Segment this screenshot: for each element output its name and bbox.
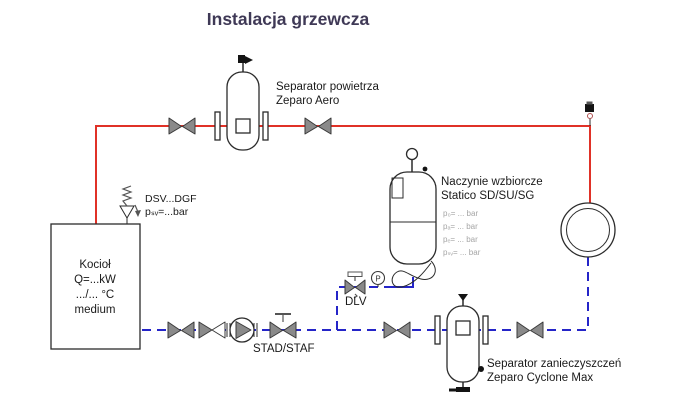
- expansion-vessel: Naczynie wzbiorcze Statico SD/SU/SG p₀= …: [389, 147, 543, 288]
- flange: [262, 111, 269, 141]
- dirt-separator-vent-icon: [458, 294, 468, 301]
- dirt-separator: Separator zanieczyszczeń Zeparo Cyclone …: [434, 294, 621, 392]
- shutoff-valve-supply-right: [304, 117, 332, 135]
- dlv-valve-label: DLV: [345, 296, 367, 308]
- safety-valve: DSV...DGF pₛᵥ=...bar: [119, 185, 197, 224]
- air-separator-sublabel: Zeparo Aero: [276, 95, 339, 107]
- air-separator-vent-icon: [238, 55, 245, 63]
- heat-consumer-circle: [560, 202, 616, 258]
- expansion-connection-pipe: [392, 277, 414, 288]
- expansion-branch-pipe: [336, 286, 392, 330]
- safety-valve-label: DSV...DGF: [145, 193, 197, 205]
- vessel-param: pₑ= ... bar: [443, 235, 478, 244]
- boiler-label-line: Q=...kW: [74, 274, 116, 286]
- shutoff-valve-return-mid: [383, 321, 411, 339]
- dirt-separator-label: Separator zanieczyszczeń: [487, 358, 621, 370]
- vessel-param: pₐ= ... bar: [443, 222, 478, 231]
- boiler-label-line: medium: [75, 304, 116, 316]
- dlv-valve: DLV: [344, 271, 367, 308]
- boiler: Kocioł Q=...kW .../... °C medium: [50, 223, 141, 350]
- dirt-separator-sublabel: Zeparo Cyclone Max: [487, 372, 593, 384]
- check-valve-icon: [198, 321, 226, 339]
- flange: [482, 315, 489, 345]
- shutoff-valve-return-left: [167, 321, 195, 339]
- shutoff-valve-return-right: [516, 321, 544, 339]
- flexible-hose-icon: [391, 260, 436, 288]
- boiler-body: [50, 223, 141, 350]
- flange: [214, 111, 221, 141]
- pressure-gauge-label: P: [375, 275, 380, 284]
- dirt-separator-side-port-icon: [478, 366, 484, 372]
- pump-icon: [226, 317, 258, 343]
- vessel-param: p₀= ... bar: [443, 209, 478, 218]
- air-separator-label: Separator powietrza: [276, 81, 380, 93]
- balancing-valve-stad: STAD/STAF: [253, 313, 315, 355]
- flange: [434, 315, 441, 345]
- balancing-valve-label: STAD/STAF: [253, 343, 315, 355]
- safety-valve-arrow-icon: [135, 210, 141, 217]
- expansion-vessel-label: Naczynie wzbiorcze: [441, 176, 543, 188]
- expansion-vessel-ring-icon: [405, 147, 419, 161]
- boiler-label-line: .../... °C: [76, 289, 114, 301]
- safety-valve-pressure-label: pₛᵥ=...bar: [145, 206, 189, 218]
- pressure-gauge: P: [370, 270, 386, 287]
- air-separator-body: [226, 71, 260, 151]
- safety-valve-icon: [119, 205, 135, 219]
- page-title: Instalacja grzewcza: [207, 9, 370, 29]
- expansion-vessel-body: [389, 171, 437, 265]
- vessel-param: pₛᵥ= ... bar: [443, 248, 481, 257]
- safety-valve-spring-icon: [121, 185, 133, 207]
- dirt-separator-body: [446, 305, 480, 383]
- air-vent-icon: [585, 101, 594, 126]
- dirt-separator-drain-icon: [456, 387, 470, 392]
- supply-pipe: [95, 125, 591, 224]
- expansion-vessel-sublabel: Statico SD/SU/SG: [441, 190, 534, 202]
- shutoff-valve-supply-left: [168, 117, 196, 135]
- boiler-label-line: Kocioł: [79, 259, 111, 271]
- air-separator: Separator powietrza Zeparo Aero: [214, 55, 380, 151]
